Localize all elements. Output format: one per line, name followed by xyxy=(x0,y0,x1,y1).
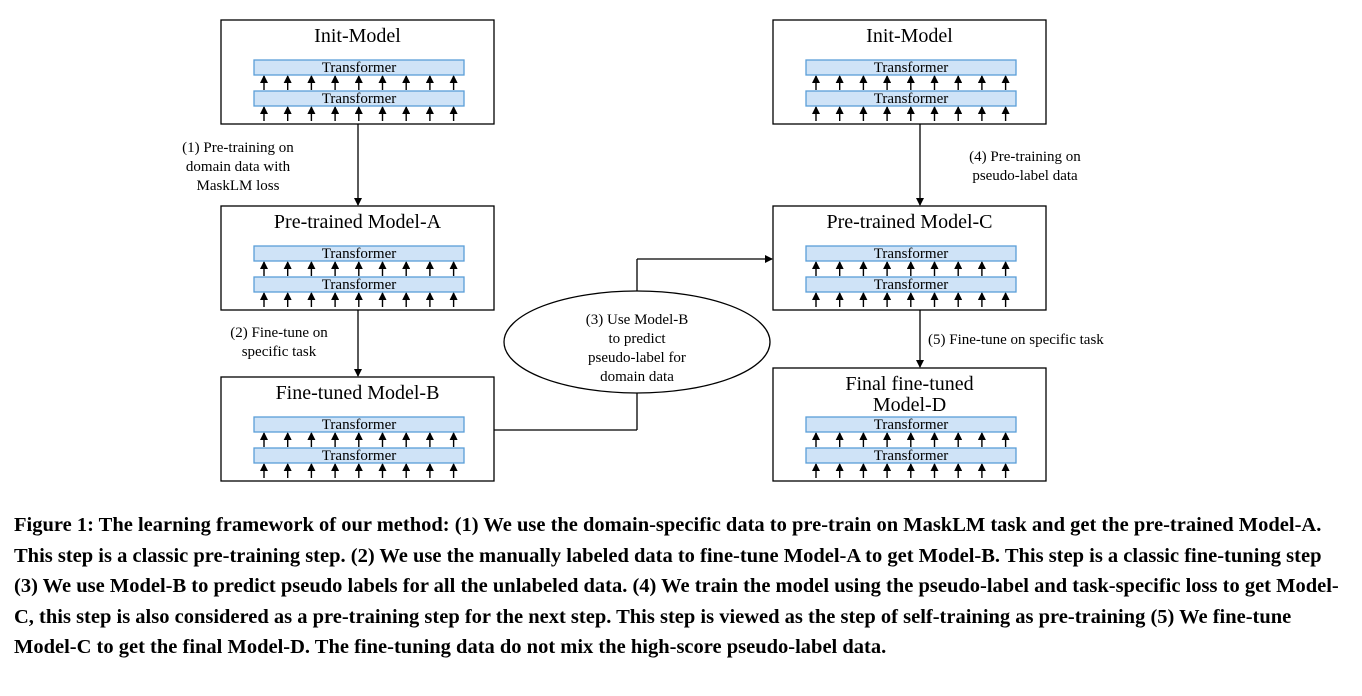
transformer-layer xyxy=(805,447,1017,464)
transformer-label: Transformer xyxy=(322,448,396,464)
step-label-step-3: (3) Use Model-B to predict pseudo-label fo… xyxy=(503,290,771,394)
transformer-layer xyxy=(253,90,465,107)
step-label-step-1: (1) Pre-training on domain data withMaskL… xyxy=(182,140,294,194)
step-text-line: pseudo-label for xyxy=(588,350,686,366)
transformer-label: Transformer xyxy=(874,277,948,293)
transformer-label: Transformer xyxy=(874,246,948,262)
step-text-line: (2) Fine-tune on xyxy=(230,325,328,341)
step-text-line: to predict xyxy=(608,331,666,347)
model-title: Final fine-tuned xyxy=(845,373,973,395)
transformer-layer xyxy=(253,276,465,293)
step-label-step-5: (5) Fine-tune on specific task xyxy=(928,332,1104,348)
model-title: Init-Model xyxy=(314,25,401,47)
figure-caption: Figure 1: The learning framework of our … xyxy=(14,514,1339,658)
model-title: Pre-trained Model-C xyxy=(826,211,992,233)
model-box-model-d: Final fine-tunedModel-DTransformerTransf… xyxy=(772,367,1047,482)
models-layer: Init-ModelTransformerTransformerPre-trai… xyxy=(220,19,1047,482)
transformer-label: Transformer xyxy=(874,448,948,464)
transformer-layer xyxy=(805,90,1017,107)
model-title: Pre-trained Model-A xyxy=(274,211,442,233)
step-text-line: (1) Pre-training on xyxy=(182,140,294,156)
step-text-line: MaskLM loss xyxy=(197,178,280,194)
step-text-line: pseudo-label data xyxy=(972,168,1078,184)
transformer-label: Transformer xyxy=(322,246,396,262)
transformer-label: Transformer xyxy=(322,277,396,293)
transformer-layer xyxy=(805,276,1017,293)
step-3-ellipse xyxy=(503,290,771,394)
model-title: Init-Model xyxy=(866,25,953,47)
diagram-canvas: Init-ModelTransformerTransformerPre-trai… xyxy=(182,19,1104,482)
transformer-layer xyxy=(805,416,1017,433)
transformer-label: Transformer xyxy=(874,60,948,76)
transformer-layer xyxy=(253,245,465,262)
transformer-label: Transformer xyxy=(874,91,948,107)
connectors-layer xyxy=(354,124,924,431)
model-title: Model-D xyxy=(873,394,946,416)
transformer-layer xyxy=(805,59,1017,76)
transformer-layer xyxy=(253,416,465,433)
step-text-line: (4) Pre-training on xyxy=(969,149,1081,165)
transformer-layer xyxy=(253,447,465,464)
steps-layer: (1) Pre-training on domain data withMaskL… xyxy=(182,140,1104,394)
step-text-line: (3) Use Model-B xyxy=(586,312,688,328)
step-text-line: domain data xyxy=(600,369,674,385)
model-title: Fine-tuned Model-B xyxy=(276,382,440,404)
model-box-model-a: Pre-trained Model-ATransformerTransforme… xyxy=(220,205,495,311)
step-label-step-4: (4) Pre-training on pseudo-label data xyxy=(969,149,1081,184)
transformer-label: Transformer xyxy=(322,417,396,433)
transformer-label: Transformer xyxy=(874,417,948,433)
step-label-step-2: (2) Fine-tune on specific task xyxy=(230,325,328,360)
transformer-label: Transformer xyxy=(322,60,396,76)
transformer-layer xyxy=(805,245,1017,262)
transformer-layer xyxy=(253,59,465,76)
step-text-line: (5) Fine-tune on specific task xyxy=(928,332,1104,348)
step-text-line: specific task xyxy=(242,344,317,360)
step-text-line: domain data with xyxy=(186,159,291,175)
transformer-label: Transformer xyxy=(322,91,396,107)
model-box-model-c: Pre-trained Model-CTransformerTransforme… xyxy=(772,205,1047,311)
